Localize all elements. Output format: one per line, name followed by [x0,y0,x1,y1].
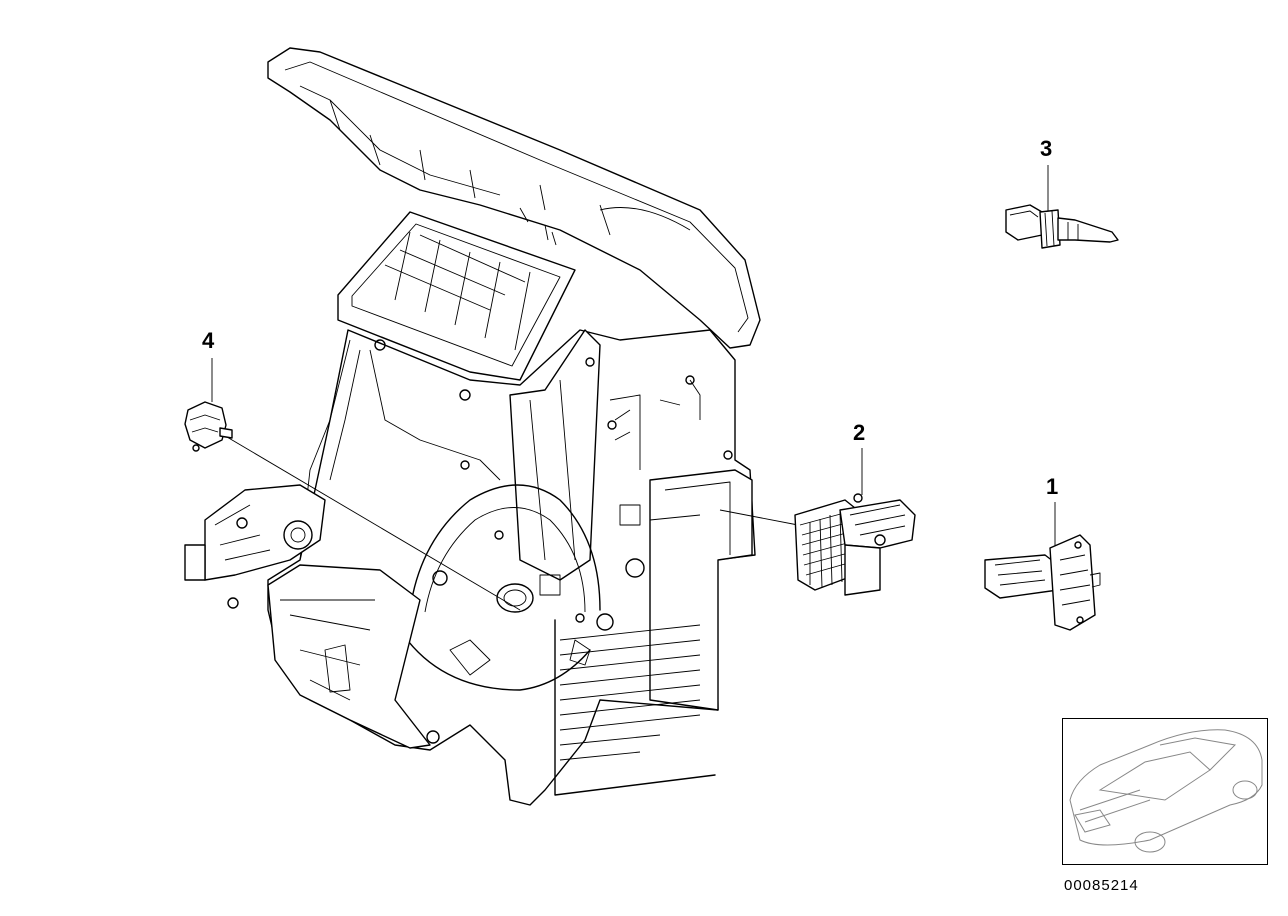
heater-housing-assembly [184,47,761,806]
vehicle-thumbnail-frame [1062,718,1268,865]
servomotor-icon [184,401,233,452]
diagram-number: 00085214 [1064,877,1139,894]
vehicle-thumbnail-icon [1069,729,1263,853]
callout-3: 3 [1040,136,1053,161]
callout-4: 4 [202,328,215,353]
temperature-sensor-icon [1005,204,1119,249]
blower-resistor-icon [984,534,1101,631]
callout-2: 2 [853,420,866,445]
final-stage-unit-icon [794,493,916,596]
callout-1: 1 [1046,474,1059,499]
